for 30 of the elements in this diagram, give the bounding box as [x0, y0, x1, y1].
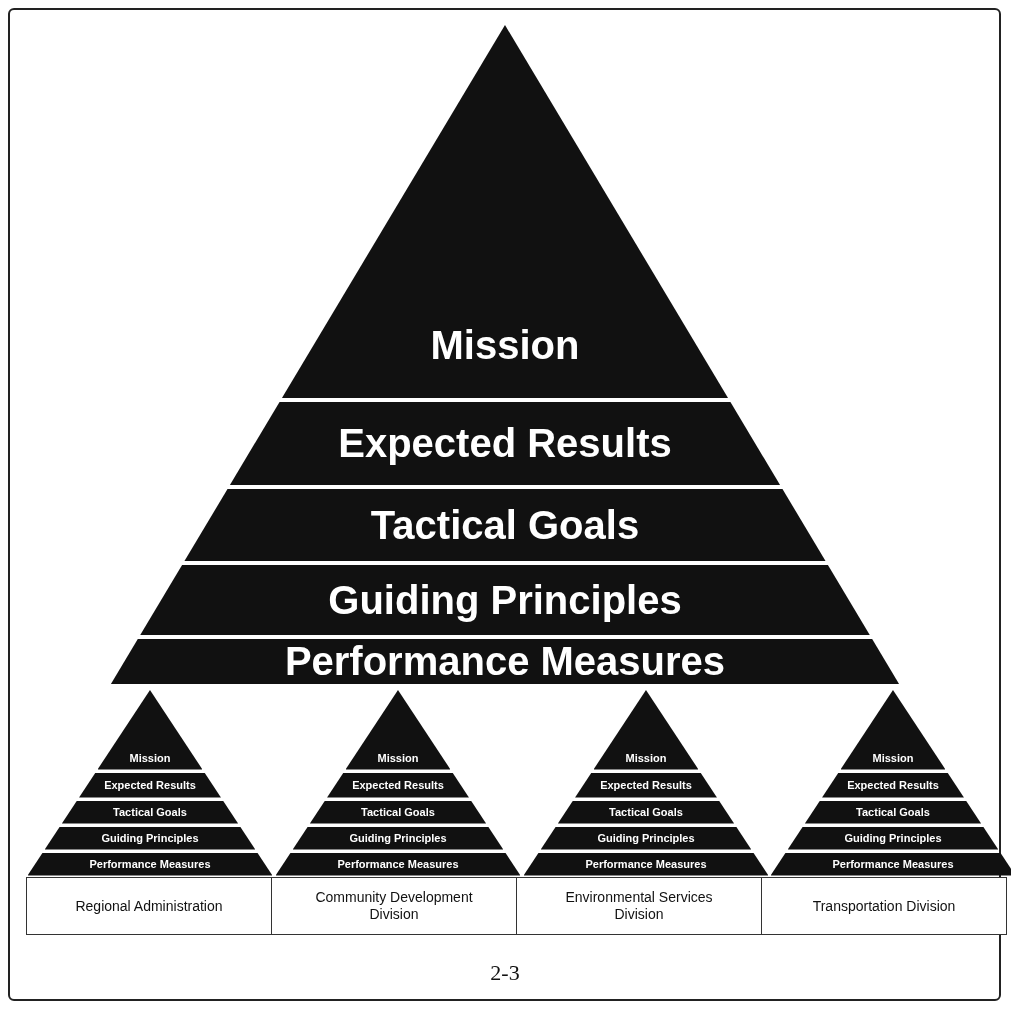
- pyramid-band: Tactical Goals: [804, 800, 982, 824]
- pyramid-band: Tactical Goals: [309, 800, 487, 824]
- pyramid-band: Mission: [593, 690, 699, 770]
- pyramid-band: Expected Results: [822, 772, 964, 798]
- pyramid-band: Performance Measures: [110, 639, 900, 684]
- pyramid-band: Guiding Principles: [44, 826, 256, 850]
- division-box: Community Development Division: [271, 877, 517, 935]
- pyramid-band: Expected Results: [575, 772, 717, 798]
- pyramid-band: Tactical Goals: [184, 489, 826, 561]
- pyramid-band: Mission: [345, 690, 451, 770]
- pyramid-band: Performance Measures: [275, 852, 521, 876]
- pyramid-band: Guiding Principles: [140, 565, 870, 635]
- pyramid-band: Expected Results: [79, 772, 221, 798]
- pyramid-band: Performance Measures: [27, 852, 273, 876]
- pyramid-band: Guiding Principles: [292, 826, 504, 850]
- pyramid-band: Performance Measures: [770, 852, 1011, 876]
- pyramid-band: Performance Measures: [523, 852, 769, 876]
- division-box: Environmental Services Division: [516, 877, 762, 935]
- division-box: Regional Administration: [26, 877, 272, 935]
- pyramid-band: Guiding Principles: [540, 826, 752, 850]
- pyramid-band: Expected Results: [327, 772, 469, 798]
- page-number: 2-3: [489, 960, 521, 986]
- pyramid-band: Guiding Principles: [787, 826, 999, 850]
- pyramid-band: Tactical Goals: [61, 800, 239, 824]
- division-box: Transportation Division: [761, 877, 1007, 935]
- pyramid-band: Tactical Goals: [557, 800, 735, 824]
- pyramid-band: Expected Results: [229, 402, 781, 485]
- pyramid-band: Mission: [97, 690, 203, 770]
- pyramid-band: Mission: [281, 25, 729, 398]
- pyramid-band: Mission: [840, 690, 946, 770]
